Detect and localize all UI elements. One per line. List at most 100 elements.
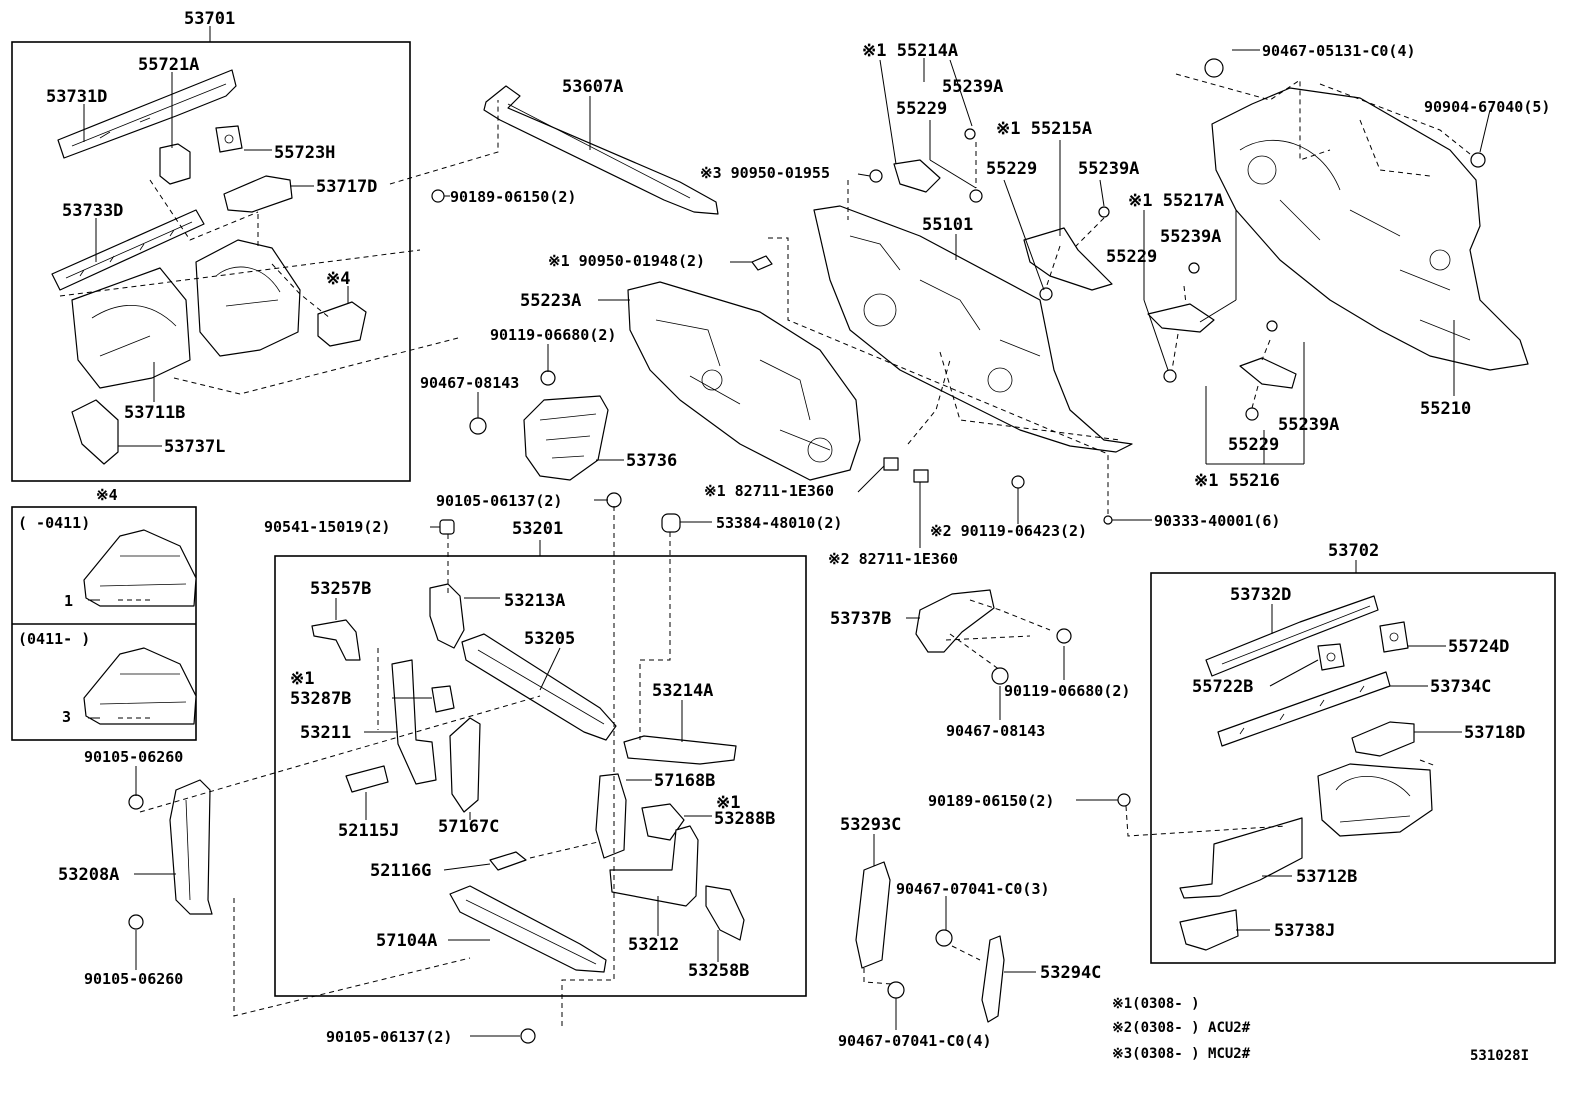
part-55722b xyxy=(1317,643,1345,671)
label-57104a: 57104A xyxy=(376,931,437,951)
clip-90950-01955 xyxy=(869,169,883,183)
label-num-3: 3 xyxy=(62,708,71,726)
label-55101: 55101 xyxy=(922,215,973,235)
label-53738j: 53738J xyxy=(1274,921,1335,941)
label-53712b: 53712B xyxy=(1296,867,1357,887)
part-53287b xyxy=(431,685,455,713)
clip-55229b xyxy=(1039,287,1053,301)
label-53208a: 53208A xyxy=(58,865,119,885)
part-53294c xyxy=(981,935,1005,1023)
part-55723h xyxy=(215,125,243,153)
group-box-53701 xyxy=(11,41,411,482)
part-x4-bracket xyxy=(317,301,367,347)
label-90467-07041b: 90467-07041-C0(4) xyxy=(838,1032,992,1050)
diagram-id: 531028I xyxy=(1470,1048,1529,1064)
label-55223a: 55223A xyxy=(520,291,581,311)
bolt-90119-06680b xyxy=(1056,628,1072,644)
label-55721a: 55721A xyxy=(138,55,199,75)
label-55229c: 55229 xyxy=(1106,247,1157,267)
part-55101 xyxy=(813,205,1133,453)
part-57168b xyxy=(595,773,627,859)
leader-lines xyxy=(83,26,1491,1037)
label-53701: 53701 xyxy=(184,9,235,29)
label-53205: 53205 xyxy=(524,629,575,649)
label-90950-01955: ※3 90950-01955 xyxy=(700,164,830,182)
label-53201: 53201 xyxy=(512,519,563,539)
label-53737l: 53737L xyxy=(164,437,225,457)
label-90467-07041a: 90467-07041-C0(3) xyxy=(896,880,1050,898)
fasteners xyxy=(128,58,1486,1044)
part-53717d xyxy=(223,175,293,213)
label-82711b: ※2 82711-1E360 xyxy=(828,550,958,568)
bolt-55239a-1 xyxy=(964,128,976,140)
dashed-lines xyxy=(59,73,1471,1028)
bolt-90467-08143b xyxy=(991,667,1009,685)
clip-82711b xyxy=(913,469,929,483)
part-55210 xyxy=(1211,87,1529,371)
label-55217a: ※1 55217A xyxy=(1128,191,1224,211)
label-57168b: 57168B xyxy=(654,771,715,791)
label-53258b: 53258B xyxy=(688,961,749,981)
part-57104a xyxy=(449,885,607,973)
label-90119-06680a: 90119-06680(2) xyxy=(490,326,616,344)
clip-55229d xyxy=(1245,407,1259,421)
label-55722b: 55722B xyxy=(1192,677,1253,697)
clip-90950-01948 xyxy=(751,255,773,271)
label-52116g: 52116G xyxy=(370,861,431,881)
bolt-90105-06260b xyxy=(128,914,144,930)
bolt-90467-07041a xyxy=(935,929,953,947)
part-53718d xyxy=(1351,721,1415,757)
part-55217a xyxy=(1147,303,1215,333)
bolt-55239a-2 xyxy=(1098,206,1110,218)
part-53257b xyxy=(311,619,361,661)
label-53212: 53212 xyxy=(628,935,679,955)
part-52116g xyxy=(489,851,527,871)
label-range-2: (0411- ) xyxy=(18,630,90,648)
label-53213a: 53213A xyxy=(504,591,565,611)
footnote-1: ※1(0308- ) xyxy=(1112,996,1200,1012)
part-53213a xyxy=(429,583,465,649)
footnotes: ※1(0308- ) ※2(0308- ) ACU2# ※3(0308- ) M… xyxy=(1112,996,1529,1064)
label-55239ac: 55239A xyxy=(1160,227,1221,247)
label-90119-06423: ※2 90119-06423(2) xyxy=(930,522,1087,540)
clip-82711a xyxy=(883,457,899,471)
label-53734c: 53734C xyxy=(1430,677,1491,697)
label-53717d: 53717D xyxy=(316,177,377,197)
label-90105-06137b: 90105-06137(2) xyxy=(326,1028,452,1046)
bolt-90467-07041b xyxy=(887,981,905,999)
part-55216 xyxy=(1239,357,1297,389)
part-53214a xyxy=(623,735,737,765)
label-90189b: 90189-06150(2) xyxy=(928,792,1054,810)
part-53258b xyxy=(705,885,745,941)
clip-90904 xyxy=(1470,152,1486,168)
label-90950-01948: ※1 90950-01948(2) xyxy=(548,252,705,270)
label-53607a: 53607A xyxy=(562,77,623,97)
clip-90467-05131 xyxy=(1204,58,1224,78)
clip-55229a xyxy=(969,189,983,203)
label-55239aa: 55239A xyxy=(942,77,1003,97)
label-90333: 90333-40001(6) xyxy=(1154,512,1280,530)
label-55215a: ※1 55215A xyxy=(996,119,1092,139)
label-55229b: 55229 xyxy=(986,159,1037,179)
clip-90333 xyxy=(1103,515,1113,525)
label-num-1: 1 xyxy=(64,592,73,610)
label-55724d: 55724D xyxy=(1448,637,1509,657)
part-x4-insert-1 xyxy=(83,529,197,607)
bolt-90105-06137a xyxy=(606,492,622,508)
label-53702: 53702 xyxy=(1328,541,1379,561)
label-53711b: 53711B xyxy=(124,403,185,423)
labels: 53701 55721A 53731D 55723H 53717D 53733D… xyxy=(18,9,1550,1050)
label-90105-06260a: 90105-06260 xyxy=(84,748,183,766)
label-range-1: ( -0411) xyxy=(18,514,90,532)
label-52115j: 52115J xyxy=(338,821,399,841)
label-53214a: 53214A xyxy=(652,681,713,701)
label-90105-06137a: 90105-06137(2) xyxy=(436,492,562,510)
part-57167c xyxy=(449,717,481,813)
footnote-2: ※2(0308- ) ACU2# xyxy=(1112,1020,1251,1036)
label-55210: 55210 xyxy=(1420,399,1471,419)
bolt-90467-08143a xyxy=(469,417,487,435)
label-53257b: 53257B xyxy=(310,579,371,599)
group-box-53702 xyxy=(1150,572,1556,964)
part-53208a xyxy=(169,779,213,915)
part-drawings xyxy=(51,69,1529,1023)
